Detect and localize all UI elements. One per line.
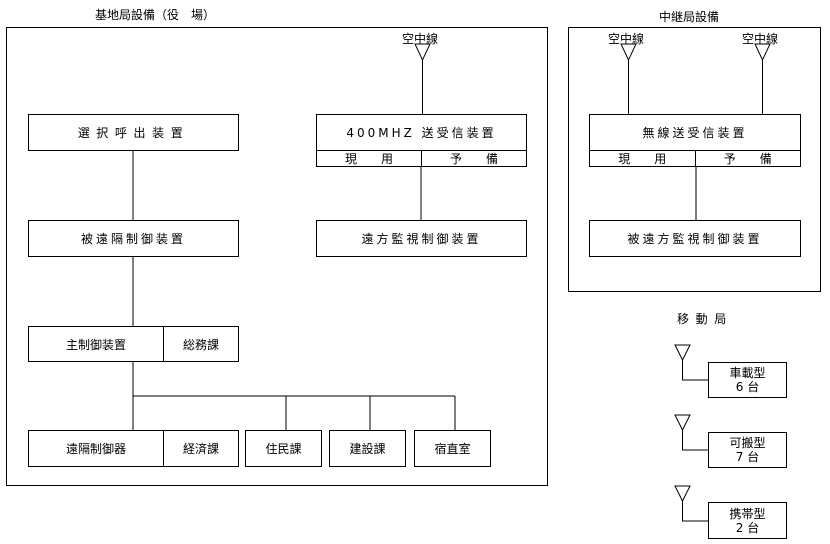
mobile-unit-portable: 可搬型 7 台 [708, 432, 787, 468]
mobile-unit-count: 2 台 [735, 520, 760, 535]
construction-dept: 建設課 [329, 430, 406, 467]
remote-controller-unit: 遠隔制御器 [28, 430, 164, 467]
standby-label: 予 備 [421, 151, 526, 166]
relay-antenna-left-symbol [620, 43, 637, 62]
active-label: 現 用 [618, 152, 667, 166]
mobile-unit-count: 7 台 [735, 450, 760, 464]
relay-antenna-left-label: 空中線 [608, 32, 645, 46]
base-remote-supervisory-unit: 遠方監視制御装置 [316, 220, 527, 257]
relay-station-frame [568, 27, 821, 292]
mobile-antenna-symbol [674, 414, 691, 432]
night-duty-room: 宿直室 [414, 430, 491, 467]
standby-label: 予 備 [694, 151, 801, 166]
base-station-frame [6, 27, 548, 486]
remote-controlled-unit: 被遠隔制御装置 [28, 220, 239, 257]
relay-station-title: 中継局設備 [659, 10, 720, 24]
relay-antenna-right-label: 空中線 [742, 32, 779, 46]
mobile-unit-handheld: 携帯型 2 台 [708, 502, 787, 539]
mobile-unit-type: 可搬型 [729, 436, 766, 450]
relay-remote-supervisory-unit: 被遠方監視制御装置 [589, 220, 801, 257]
main-control-unit: 主制御装置 [28, 326, 164, 362]
mobile-station-title: 移動局 [677, 312, 733, 326]
mobile-unit-type: 携帯型 [729, 506, 766, 521]
selective-call-unit: 選択呼出装置 [28, 114, 239, 151]
mobile-unit-type: 車載型 [729, 366, 766, 380]
active-label: 現 用 [344, 152, 393, 166]
relay-transceiver-redundancy: 現 用 予 備 [589, 150, 801, 167]
base-antenna-label: 空中線 [402, 32, 439, 46]
mobile-antenna-symbol [674, 344, 691, 362]
mobile-unit-count: 6 台 [735, 380, 760, 394]
base-station-title: 基地局設備（役 場） [95, 8, 216, 22]
relay-transceiver-unit: 無線送受信装置 [589, 114, 801, 151]
general-affairs-dept: 総務課 [163, 326, 239, 362]
mobile-antenna-symbol [674, 485, 691, 503]
residents-dept: 住民課 [245, 430, 322, 467]
base-transceiver-redundancy: 現 用 予 備 [316, 150, 527, 167]
mobile-unit-vehicle: 車載型 6 台 [708, 362, 787, 398]
economy-dept: 経済課 [163, 430, 239, 467]
base-transceiver-unit: 400MHZ 送受信装置 [316, 114, 527, 151]
base-antenna-symbol [414, 43, 431, 62]
relay-antenna-right-symbol [754, 43, 771, 62]
